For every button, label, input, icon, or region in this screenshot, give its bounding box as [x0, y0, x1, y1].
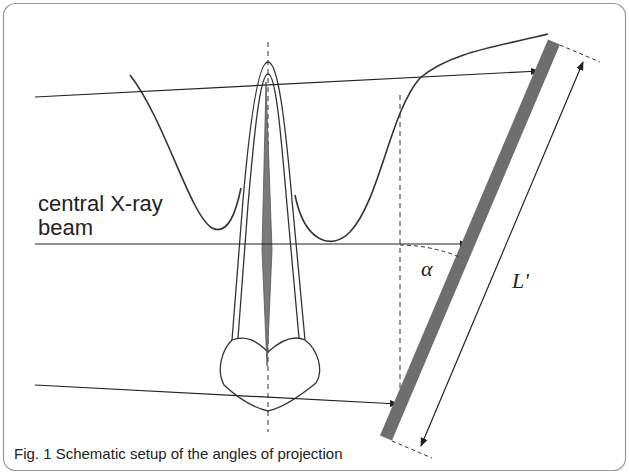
- vertical-reference: [400, 95, 401, 412]
- tooth: [220, 62, 319, 411]
- extension-line: [392, 441, 432, 458]
- dimension-line: [421, 62, 583, 446]
- lower-ray: [35, 385, 398, 404]
- root-canal: [262, 82, 272, 366]
- figure-caption: Fig. 1 Schematic setup of the angles of …: [14, 445, 494, 463]
- extension-line: [560, 45, 600, 62]
- frame: [4, 4, 626, 471]
- central-ray: [35, 243, 468, 244]
- dimension-label: L': [512, 268, 552, 294]
- beam-label: central X-ray beam: [38, 192, 168, 240]
- upper-ray: [35, 71, 539, 97]
- film: [386, 42, 554, 438]
- angle-label: α: [421, 256, 451, 282]
